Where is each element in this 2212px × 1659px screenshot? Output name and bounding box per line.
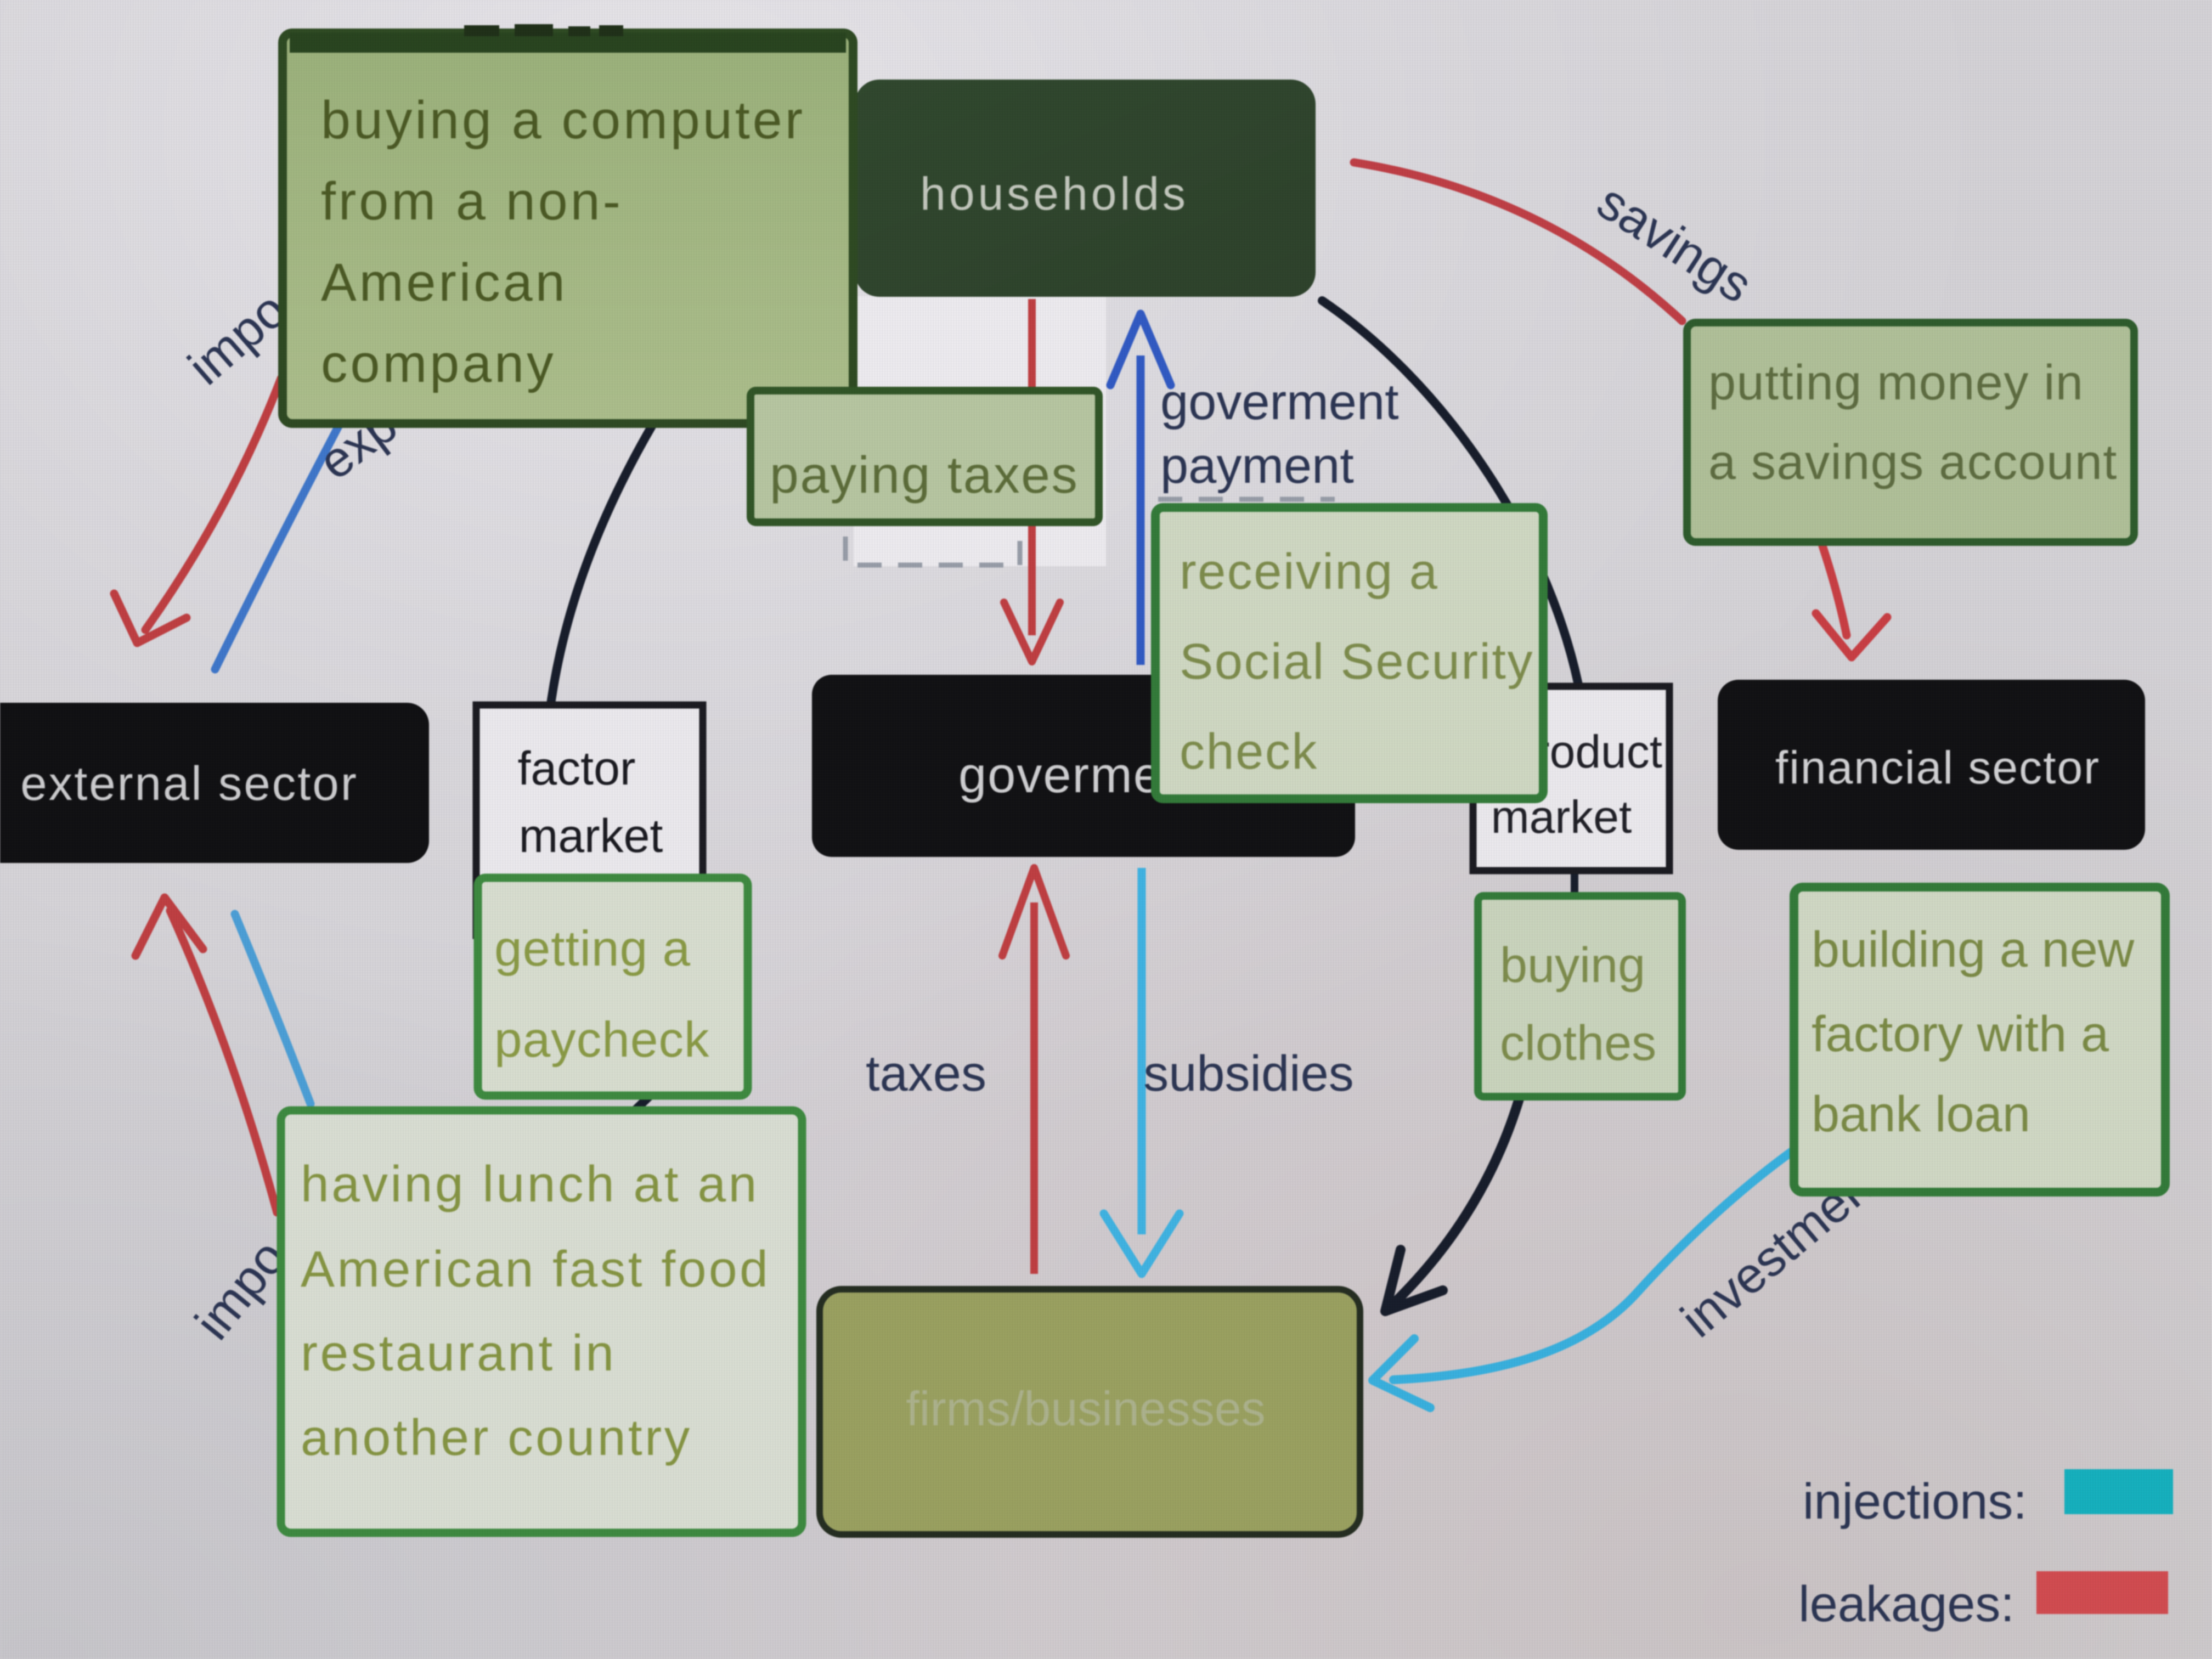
svg-text:market: market: [519, 810, 663, 862]
svg-text:buying a computer: buying a computer: [321, 90, 805, 150]
svg-text:company: company: [321, 334, 556, 393]
svg-text:goverment: goverment: [1160, 374, 1399, 430]
svg-text:paying taxes: paying taxes: [770, 446, 1079, 504]
svg-text:firms/businesses: firms/businesses: [906, 1381, 1265, 1436]
svg-text:American fast food: American fast food: [301, 1240, 770, 1297]
svg-text:subsidies: subsidies: [1143, 1046, 1354, 1102]
svg-text:financial sector: financial sector: [1775, 742, 2100, 793]
svg-text:households: households: [920, 168, 1189, 219]
svg-text:American: American: [321, 252, 568, 312]
svg-text:Social Security: Social Security: [1180, 634, 1534, 690]
svg-text:clothes: clothes: [1500, 1016, 1656, 1071]
svg-text:external sector: external sector: [20, 757, 358, 810]
svg-text:factory with a: factory with a: [1812, 1006, 2109, 1062]
svg-text:injections:: injections:: [1803, 1474, 2027, 1530]
svg-text:putting money in: putting money in: [1708, 356, 2084, 410]
svg-text:bank loan: bank loan: [1812, 1086, 2030, 1142]
svg-text:restaurant in: restaurant in: [301, 1324, 616, 1381]
svg-text:paycheck: paycheck: [494, 1012, 709, 1068]
svg-text:getting a: getting a: [494, 921, 691, 977]
svg-text:another country: another country: [301, 1409, 692, 1466]
svg-text:from a non-: from a non-: [321, 171, 623, 231]
svg-text:buying: buying: [1500, 938, 1645, 993]
svg-text:a savings account: a savings account: [1708, 435, 2118, 490]
svg-text:factor: factor: [517, 742, 635, 795]
svg-text:check: check: [1180, 724, 1318, 780]
svg-text:leakages:: leakages:: [1798, 1576, 2015, 1632]
svg-text:receiving a: receiving a: [1180, 544, 1438, 600]
svg-text:payment: payment: [1160, 438, 1354, 494]
svg-text:having lunch at an: having lunch at an: [301, 1155, 759, 1212]
svg-text:taxes: taxes: [866, 1046, 986, 1102]
svg-text:building a new: building a new: [1812, 922, 2135, 978]
